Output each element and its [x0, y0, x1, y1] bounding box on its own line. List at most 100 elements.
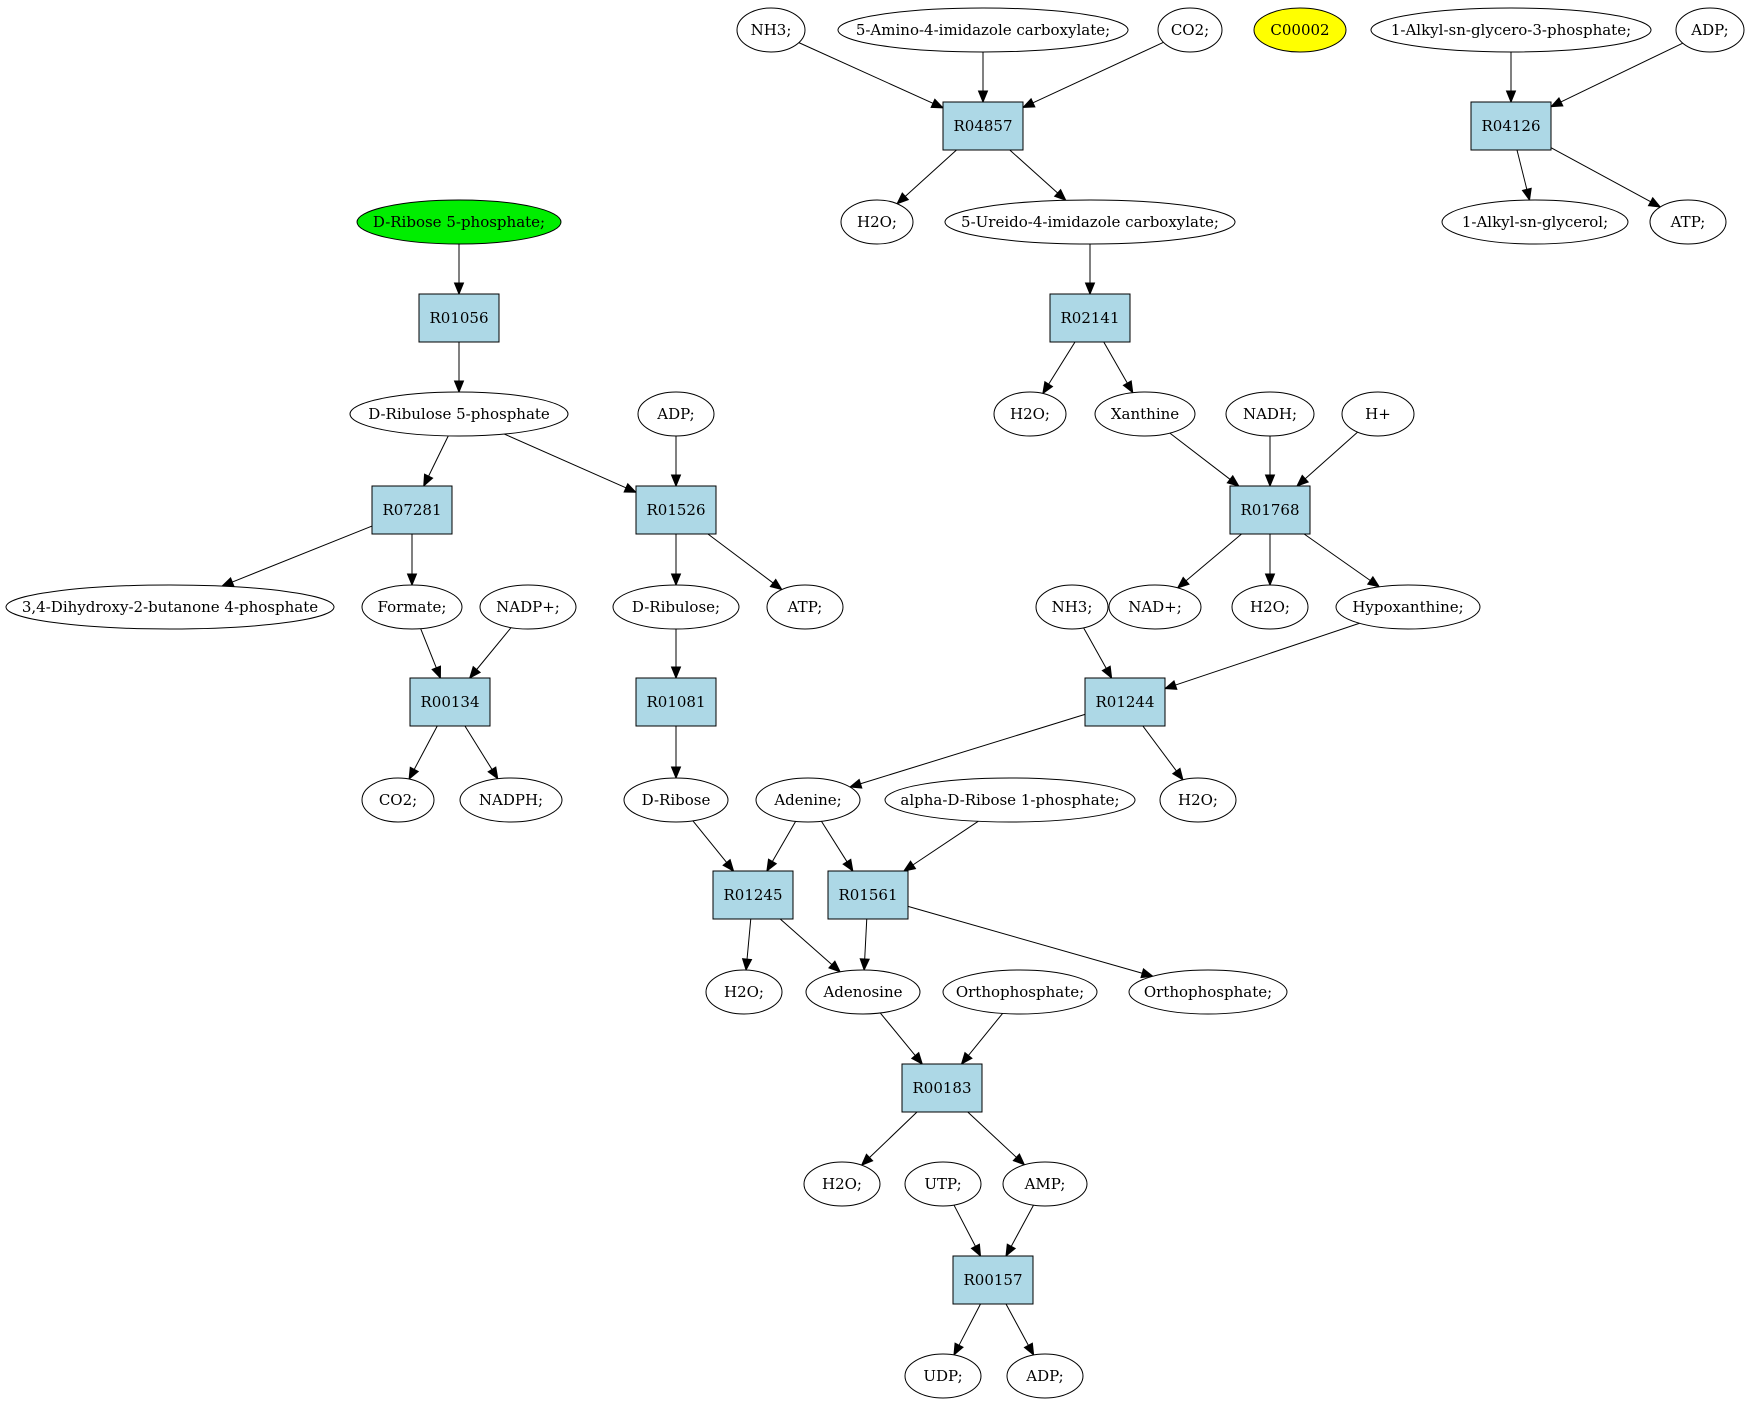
metabolite-label: ATP;: [787, 598, 823, 616]
metabolite-label: H2O;: [822, 1175, 862, 1193]
arrowhead-icon: [408, 766, 420, 781]
edge-R00134-to-nadph: [464, 725, 499, 780]
metabolite-label: 1-Alkyl-sn-glycero-3-phosphate;: [1391, 21, 1631, 39]
metabolite-node[interactable]: 5-Amino-4-imidazole carboxylate;: [837, 7, 1129, 53]
reaction-label: R01081: [646, 693, 705, 711]
edge-line: [860, 713, 1086, 785]
metabolite-node[interactable]: Orthophosphate;: [1128, 969, 1288, 1015]
metabolite-node[interactable]: ATP;: [766, 584, 844, 630]
metabolite-node[interactable]: NADH;: [1225, 391, 1315, 437]
reaction-node[interactable]: R01244: [1084, 677, 1166, 727]
metabolite-node[interactable]: Orthophosphate;: [942, 969, 1098, 1015]
metabolite-node[interactable]: Formate;: [361, 584, 463, 630]
metabolite-node[interactable]: alpha-D-Ribose 1-phosphate;: [884, 777, 1136, 823]
metabolite-node[interactable]: H+: [1341, 391, 1415, 437]
arrowhead-icon: [1053, 188, 1067, 202]
reaction-label: R01245: [723, 886, 782, 904]
reaction-box: [901, 1063, 983, 1113]
reaction-node[interactable]: R01526: [635, 485, 717, 535]
metabolite-ellipse: [637, 391, 715, 437]
metabolite-node[interactable]: NAD+;: [1108, 584, 1202, 630]
reaction-node[interactable]: R02141: [1049, 293, 1131, 343]
metabolite-node[interactable]: D-Ribose: [623, 777, 729, 823]
reaction-label: R00183: [912, 1079, 971, 1097]
metabolite-ellipse: [904, 1161, 982, 1207]
metabolite-node[interactable]: 5-Ureido-4-imidazole carboxylate;: [944, 199, 1236, 245]
reaction-label: R04126: [1481, 117, 1540, 135]
metabolite-ellipse: [993, 391, 1067, 437]
arrowhead-icon: [1140, 968, 1155, 979]
reaction-node[interactable]: R01056: [418, 293, 500, 343]
metabolite-node[interactable]: Hypoxanthine;: [1335, 584, 1481, 630]
reaction-box: [827, 870, 909, 920]
metabolite-node[interactable]: NADPH;: [459, 777, 563, 823]
arrowhead-icon: [953, 1342, 964, 1357]
metabolite-label: D-Ribose: [642, 791, 711, 809]
metabolite-node[interactable]: NH3;: [736, 7, 806, 53]
edge-line: [1304, 431, 1358, 480]
reaction-node[interactable]: R01768: [1229, 485, 1311, 535]
arrowhead-icon: [1084, 282, 1096, 296]
edge-line: [879, 1012, 916, 1056]
reaction-node[interactable]: R00183: [901, 1063, 983, 1113]
metabolite-label: 3,4-Dihydroxy-2-butanone 4-phosphate: [22, 598, 318, 616]
reaction-node[interactable]: R04857: [942, 101, 1024, 151]
metabolite-node[interactable]: D-Ribose 5-phosphate;: [356, 199, 562, 245]
metabolite-node[interactable]: Adenine;: [755, 777, 861, 823]
metabolite-node[interactable]: 3,4-Dihydroxy-2-butanone 4-phosphate: [5, 584, 335, 630]
metabolite-node[interactable]: NH3;: [1035, 584, 1109, 630]
edge-line: [692, 820, 728, 863]
metabolite-node[interactable]: NADP+;: [479, 584, 577, 630]
edge-xanthine-to-R01768: [1169, 432, 1240, 487]
metabolite-node[interactable]: H2O;: [1231, 584, 1309, 630]
metabolite-node[interactable]: ATP;: [1649, 199, 1727, 245]
metabolite-node[interactable]: ADP;: [1006, 1353, 1084, 1399]
arrowhead-icon: [1549, 96, 1564, 108]
arrowhead-icon: [1122, 380, 1134, 394]
edge-line: [413, 725, 438, 770]
metabolite-ellipse: [1035, 584, 1109, 630]
edge-line: [464, 725, 493, 770]
reaction-node[interactable]: R00157: [952, 1255, 1034, 1305]
metabolite-node[interactable]: H2O;: [1159, 777, 1237, 823]
metabolite-node[interactable]: H2O;: [803, 1161, 881, 1207]
edge-line: [1303, 533, 1371, 581]
metabolite-node[interactable]: AMP;: [1002, 1161, 1088, 1207]
metabolite-node[interactable]: CO2;: [1157, 7, 1223, 53]
metabolite-node[interactable]: H2O;: [705, 969, 783, 1015]
arrowhead-icon: [930, 98, 945, 109]
metabolite-label: NADPH;: [479, 791, 543, 809]
reaction-node[interactable]: R00134: [409, 677, 491, 727]
metabolite-node[interactable]: Adenosine: [805, 969, 921, 1015]
metabolite-node[interactable]: 1-Alkyl-sn-glycerol;: [1441, 199, 1629, 245]
reaction-node[interactable]: R07281: [371, 485, 453, 535]
arrowhead-icon: [859, 958, 870, 972]
edge-line: [864, 918, 868, 960]
metabolite-node[interactable]: 1-Alkyl-sn-glycero-3-phosphate;: [1370, 7, 1652, 53]
arrowhead-icon: [960, 1051, 973, 1066]
metabolite-node[interactable]: Xanthine: [1094, 391, 1196, 437]
reaction-node[interactable]: R01245: [712, 870, 794, 920]
metabolite-node[interactable]: UTP;: [904, 1161, 982, 1207]
metabolite-node[interactable]: CO2;: [361, 777, 435, 823]
reaction-node[interactable]: R04126: [1470, 101, 1552, 151]
metabolite-node[interactable]: C00002: [1253, 7, 1347, 53]
arrowhead-icon: [842, 858, 854, 873]
metabolite-ellipse: [1128, 969, 1288, 1015]
metabolite-node[interactable]: ADP;: [637, 391, 715, 437]
metabolite-node[interactable]: H2O;: [840, 199, 914, 245]
arrowhead-icon: [977, 90, 989, 104]
edge-line: [821, 820, 848, 862]
reaction-node[interactable]: R01561: [827, 870, 909, 920]
edge-line: [1048, 341, 1076, 385]
metabolite-node[interactable]: D-Ribulose;: [612, 584, 740, 630]
edge-line: [912, 820, 979, 866]
edge-uic-to-R02141: [1084, 244, 1096, 296]
metabolite-node[interactable]: ADP;: [1675, 7, 1745, 53]
reaction-node[interactable]: R01081: [635, 677, 717, 727]
edge-line: [967, 1111, 1017, 1158]
metabolite-node[interactable]: UDP;: [904, 1353, 982, 1399]
metabolite-node[interactable]: H2O;: [993, 391, 1067, 437]
edge-line: [953, 1204, 976, 1247]
metabolite-node[interactable]: D-Ribulose 5-phosphate: [349, 391, 569, 437]
